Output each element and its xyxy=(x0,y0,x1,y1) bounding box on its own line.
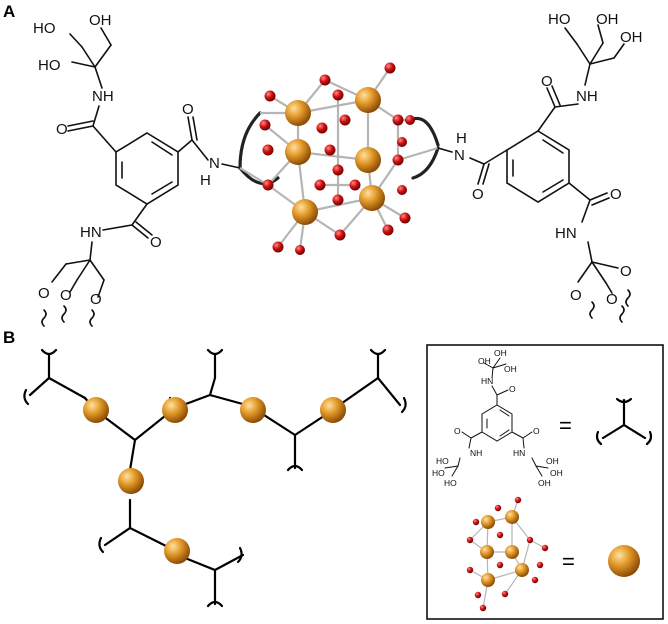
left-amide-h: H xyxy=(200,172,211,189)
right-ho-top: HO xyxy=(548,11,571,28)
legend-oh-right-2: OH xyxy=(550,468,563,478)
left-ho-top: HO xyxy=(33,20,56,37)
left-ligand-structure xyxy=(41,27,241,327)
right-o-2: O xyxy=(570,287,582,304)
legend-cluster-structure xyxy=(466,496,549,612)
legend-ho-left-1: HO xyxy=(436,456,449,466)
left-oh-top: OH xyxy=(89,12,112,29)
legend-hn-right: HN xyxy=(513,448,525,458)
left-ho-mid: HO xyxy=(38,57,61,74)
right-oh-side: OH xyxy=(620,29,643,46)
left-o-2: O xyxy=(60,287,72,304)
panel-label-a: A xyxy=(3,2,15,21)
left-hn-bottom: HN xyxy=(80,224,102,241)
legend-oh-1: OH xyxy=(478,356,491,366)
right-carbonyl-o-top: O xyxy=(541,73,553,90)
left-o-1: O xyxy=(38,285,50,302)
legend-o-right: O xyxy=(533,426,540,436)
right-carbonyl-o-bottom: O xyxy=(610,186,622,203)
left-amide-n: N xyxy=(209,155,220,172)
left-carbonyl-o-top: O xyxy=(56,121,68,138)
legend-box: OH OH OH HN O O O NH HN HO HO HO OH OH O… xyxy=(426,344,664,620)
left-carbonyl-o-bottom: O xyxy=(150,234,162,251)
legend-o-left: O xyxy=(454,426,461,436)
right-o-1: O xyxy=(620,263,632,280)
right-ligand-structure xyxy=(437,24,631,323)
right-amide-n: N xyxy=(454,147,465,164)
legend-oh-3: OH xyxy=(504,364,517,374)
legend-equals-ligand: = xyxy=(559,413,572,438)
right-nh-top: NH xyxy=(576,88,598,105)
polyoxometalate-cluster xyxy=(238,62,440,255)
legend-oh-2: OH xyxy=(494,348,507,358)
legend-oh-right-1: OH xyxy=(546,456,559,466)
legend-ligand-structure xyxy=(444,357,549,477)
right-carbonyl-o-left: O xyxy=(472,186,484,203)
schematic-network xyxy=(23,348,407,608)
panel-label-b: B xyxy=(3,328,15,347)
right-oh-top: OH xyxy=(596,11,619,28)
right-o-3: O xyxy=(606,291,618,308)
left-nh-top: NH xyxy=(92,88,114,105)
legend-nh-left: NH xyxy=(470,448,482,458)
legend-nh-top: HN xyxy=(481,376,493,386)
legend-o-top: O xyxy=(509,384,516,394)
right-hn-bottom: HN xyxy=(555,225,577,242)
legend-oh-right-3: OH xyxy=(538,478,551,488)
legend-ligand-symbol xyxy=(595,397,653,446)
right-amide-h: H xyxy=(456,130,467,147)
legend-ho-left-3: HO xyxy=(444,478,457,488)
left-carbonyl-o-right: O xyxy=(182,101,194,118)
legend-ho-left-2: HO xyxy=(432,468,445,478)
legend-cluster-symbol xyxy=(608,545,640,577)
legend-equals-cluster: = xyxy=(562,549,575,574)
left-o-3: O xyxy=(90,291,102,308)
